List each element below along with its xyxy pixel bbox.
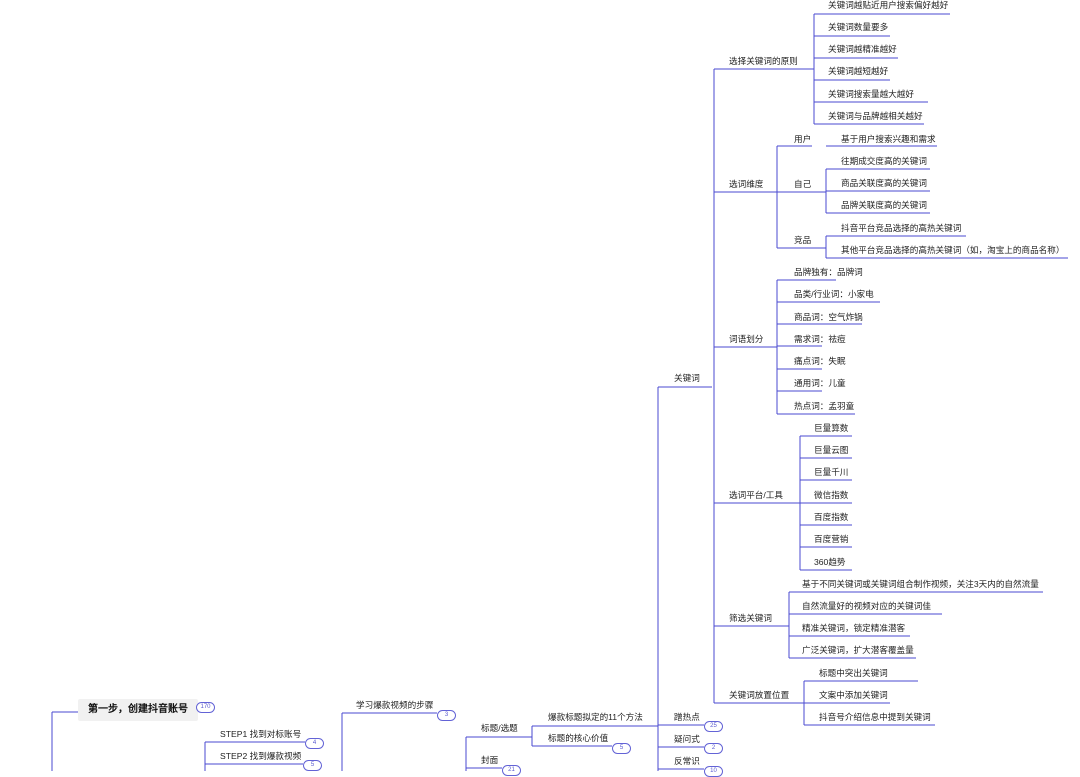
- principle-item[interactable]: 关键词越精准越好: [828, 44, 897, 54]
- dimension-item[interactable]: 商品关联度高的关键词: [841, 178, 927, 188]
- tool-item[interactable]: 微信指数: [814, 490, 849, 500]
- tool-item[interactable]: 巨量千川: [814, 467, 849, 477]
- tool-item[interactable]: 百度营销: [814, 534, 849, 544]
- division-item[interactable]: 品牌独有：品牌词: [794, 267, 863, 277]
- filter-item[interactable]: 自然流量好的视频对应的关键词佳: [802, 601, 931, 611]
- root-count-badge[interactable]: 170: [196, 702, 215, 713]
- division-item[interactable]: 痛点词：失眠: [794, 356, 846, 366]
- dimension-item[interactable]: 往期成交度高的关键词: [841, 156, 927, 166]
- division-item[interactable]: 热点词：孟羽童: [794, 401, 855, 411]
- placement-item[interactable]: 标题中突出关键词: [819, 668, 888, 678]
- placement-item[interactable]: 抖音号介绍信息中提到关键词: [819, 712, 931, 722]
- dimension-item[interactable]: 抖音平台竞品选择的高热关键词: [841, 223, 962, 233]
- placement-node[interactable]: 关键词放置位置: [729, 690, 790, 700]
- division-item[interactable]: 需求词：祛痘: [794, 334, 846, 344]
- tool-item[interactable]: 百度指数: [814, 512, 849, 522]
- tool-item[interactable]: 巨量算数: [814, 423, 849, 433]
- anti-count-badge[interactable]: 10: [704, 766, 723, 777]
- filter-item[interactable]: 精准关键词，锁定精准潜客: [802, 623, 906, 633]
- anti-common-sense-node[interactable]: 反常识: [674, 756, 700, 766]
- principle-item[interactable]: 关键词数量要多: [828, 22, 889, 32]
- division-item[interactable]: 通用词：儿童: [794, 378, 846, 388]
- filter-node[interactable]: 筛选关键词: [729, 613, 772, 623]
- cover-node[interactable]: 封面: [481, 755, 499, 765]
- title-methods-node[interactable]: 爆款标题拟定的11个方法: [548, 712, 643, 722]
- step2-count-badge[interactable]: 5: [303, 760, 322, 771]
- division-item[interactable]: 商品词：空气炸锅: [794, 312, 863, 322]
- filter-item[interactable]: 广泛关键词，扩大潜客覆盖量: [802, 645, 914, 655]
- dimension-node[interactable]: 选词维度: [729, 179, 764, 189]
- title-core-value-node[interactable]: 标题的核心价值: [548, 733, 609, 743]
- trend-node[interactable]: 蹭热点: [674, 712, 700, 722]
- dimension-competitor-node[interactable]: 竞品: [794, 235, 812, 245]
- dimension-self-node[interactable]: 自己: [794, 179, 812, 189]
- division-item[interactable]: 品类/行业词：小家电: [794, 289, 874, 299]
- tool-item[interactable]: 360趋势: [814, 557, 846, 567]
- principle-item[interactable]: 关键词搜索量越大越好: [828, 89, 914, 99]
- question-node[interactable]: 疑问式: [674, 734, 700, 744]
- filter-item[interactable]: 基于不同关键词或关键词组合制作视频，关注3天内的自然流量: [802, 579, 1039, 589]
- principle-item[interactable]: 关键词越贴近用户搜索偏好越好: [828, 0, 949, 10]
- question-count-badge[interactable]: 2: [704, 743, 723, 754]
- tool-item[interactable]: 巨量云图: [814, 445, 849, 455]
- step2-node[interactable]: STEP2 找到爆款视频: [220, 751, 302, 761]
- dimension-user-node[interactable]: 用户: [794, 134, 812, 144]
- learn-count-badge[interactable]: 3: [437, 710, 456, 721]
- trend-count-badge[interactable]: 25: [704, 721, 723, 732]
- title-topic-node[interactable]: 标题/选题: [481, 723, 518, 733]
- principles-node[interactable]: 选择关键词的原则: [729, 56, 798, 66]
- step1-node[interactable]: STEP1 找到对标账号: [220, 729, 302, 739]
- core-value-count-badge[interactable]: 5: [612, 743, 631, 754]
- step1-count-badge[interactable]: 4: [305, 738, 324, 749]
- keyword-node[interactable]: 关键词: [674, 373, 700, 383]
- principle-item[interactable]: 关键词与品牌越相关越好: [828, 111, 923, 121]
- dimension-item[interactable]: 品牌关联度高的关键词: [841, 200, 927, 210]
- learn-steps-node[interactable]: 学习爆款视频的步骤: [356, 700, 434, 710]
- tools-node[interactable]: 选词平台/工具: [729, 490, 783, 500]
- division-node[interactable]: 词语划分: [729, 334, 764, 344]
- placement-item[interactable]: 文案中添加关键词: [819, 690, 888, 700]
- dimension-item[interactable]: 其他平台竞品选择的高热关键词（如，淘宝上的商品名称）: [841, 245, 1065, 255]
- root-node[interactable]: 第一步，创建抖音账号: [78, 699, 198, 721]
- principle-item[interactable]: 关键词越短越好: [828, 66, 889, 76]
- dimension-item[interactable]: 基于用户搜索兴趣和需求: [841, 134, 936, 144]
